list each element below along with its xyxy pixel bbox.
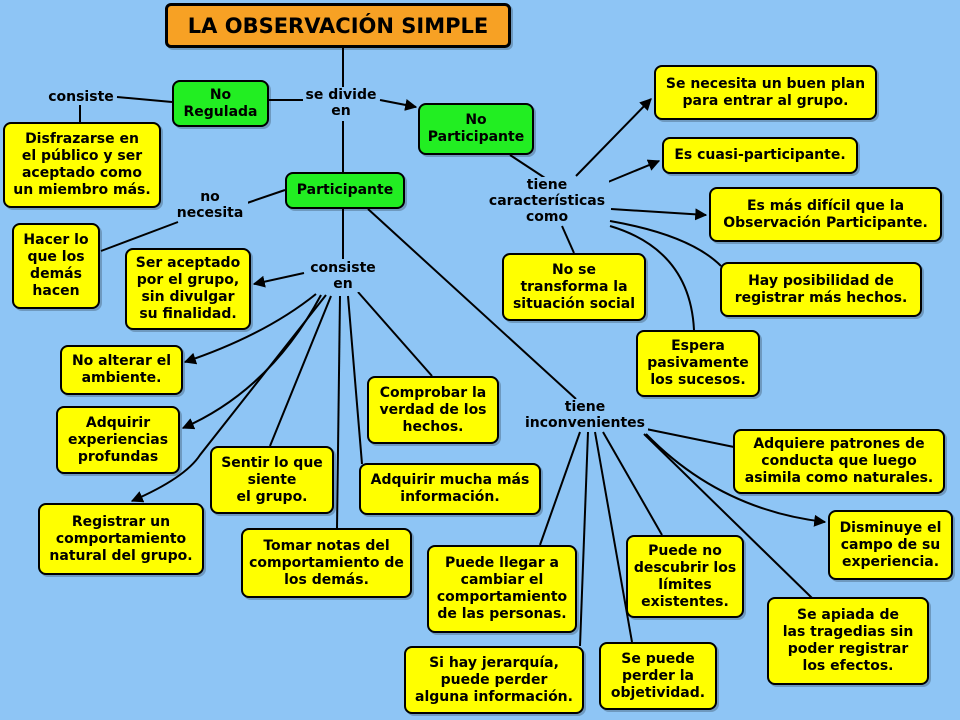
edge-caracteristicas-to-espera bbox=[609, 225, 695, 331]
category-no-regulada: No Regulada bbox=[172, 80, 269, 127]
node-no-se-transforma: No se transforma la situación social bbox=[502, 253, 646, 321]
node-adquirir-experiencias: Adquirir experiencias profundas bbox=[56, 406, 180, 474]
edge-consiste-en-to-comprobar bbox=[357, 291, 433, 377]
edge-inconvenientes-to-cambiar bbox=[539, 431, 581, 546]
edge-consiste-en-to-sentir bbox=[269, 295, 332, 447]
node-disminuye: Disminuye el campo de su experiencia. bbox=[828, 510, 953, 580]
node-se-necesita: Se necesita un buen plan para entrar al … bbox=[654, 65, 877, 120]
node-espera: Espera pasivamente los sucesos. bbox=[636, 330, 760, 397]
node-perder-objetividad: Se puede perder la objetividad. bbox=[599, 642, 717, 710]
edge-inconvenientes-to-perder-objetividad bbox=[594, 431, 633, 643]
link-label-consiste: consiste bbox=[46, 89, 116, 105]
node-tomar-notas: Tomar notas del comportamiento de los de… bbox=[241, 528, 412, 598]
edge-no-necesita-to-hacer-lo bbox=[100, 221, 179, 252]
link-label-consiste-en: consiste en bbox=[305, 260, 381, 292]
edge-participante-to-inconvenientes bbox=[367, 208, 577, 400]
link-label-se-divide-en: se divide en bbox=[303, 87, 379, 119]
edge-inconvenientes-to-jerarquia bbox=[579, 431, 589, 647]
link-label-no-necesita: no necesita bbox=[172, 189, 248, 221]
node-cuasi: Es cuasi-participante. bbox=[662, 137, 858, 174]
node-cambiar-comportamiento: Puede llegar a cambiar el comportamiento… bbox=[427, 545, 577, 633]
node-se-apiada: Se apiada de las tragedias sin poder reg… bbox=[767, 597, 929, 685]
edge-se-divide-to-no-participante bbox=[379, 99, 418, 111]
link-label-tiene-caracteristicas-como: tiene características como bbox=[485, 177, 609, 225]
node-disfrazarse: Disfrazarse en el público y ser aceptado… bbox=[3, 122, 161, 208]
edge-caracteristicas-to-cuasi bbox=[607, 159, 661, 183]
map-title: LA OBSERVACIÓN SIMPLE bbox=[165, 3, 511, 48]
edge-caracteristicas-to-hay-posibilidad bbox=[609, 220, 722, 267]
edge-caracteristicas-to-se-necesita bbox=[575, 98, 652, 177]
edge-inconvenientes-to-se-apiada bbox=[643, 433, 813, 599]
node-mas-dificil: Es más difícil que la Observación Partic… bbox=[709, 187, 942, 242]
edge-caracteristicas-to-no-se-transforma bbox=[561, 225, 575, 254]
edge-caracteristicas-to-mas-dificil bbox=[610, 208, 708, 221]
edge-inconvenientes-to-puede-no-descubrir bbox=[602, 431, 663, 536]
category-no-participante: No Participante bbox=[418, 103, 534, 155]
edge-inconvenientes-to-adquiere-patrones bbox=[645, 428, 735, 448]
edge-no-regulada-to-consiste bbox=[116, 96, 173, 103]
edge-inconvenientes-to-disminuye bbox=[645, 433, 827, 527]
edge-consiste-en-to-tomar-notas bbox=[336, 295, 341, 529]
node-sentir: Sentir lo que siente el grupo. bbox=[210, 446, 334, 514]
node-adquirir-mucha: Adquirir mucha más información. bbox=[359, 463, 541, 515]
link-label-tiene-inconvenientes: tiene inconvenientes bbox=[522, 399, 648, 431]
category-participante: Participante bbox=[285, 172, 405, 209]
node-hay-posibilidad: Hay posibilidad de registrar más hechos. bbox=[720, 262, 922, 317]
edge-consiste-en-to-adquirir-mucha bbox=[347, 295, 363, 465]
node-jerarquia: Si hay jerarquía, puede perder alguna in… bbox=[404, 646, 584, 714]
edge-consiste-en-to-ser-aceptado bbox=[252, 272, 305, 288]
edge-consiste-en-to-registrar bbox=[130, 294, 327, 503]
node-no-alterar: No alterar el ambiente. bbox=[60, 345, 183, 395]
edge-consiste-en-to-no-alterar bbox=[183, 293, 317, 365]
node-adquiere-patrones: Adquiere patrones de conducta que luego … bbox=[733, 429, 945, 494]
node-comprobar: Comprobar la verdad de los hechos. bbox=[367, 376, 499, 444]
node-puede-no-descubrir: Puede no descubrir los límites existente… bbox=[626, 535, 744, 618]
node-ser-aceptado: Ser aceptado por el grupo, sin divulgar … bbox=[125, 248, 251, 330]
node-registrar: Registrar un comportamiento natural del … bbox=[38, 503, 204, 575]
node-hacer-lo: Hacer lo que los demás hacen bbox=[12, 223, 100, 309]
edge-no-participante-to-caracteristicas bbox=[509, 154, 546, 179]
edge-participante-to-no-necesita bbox=[246, 189, 286, 204]
